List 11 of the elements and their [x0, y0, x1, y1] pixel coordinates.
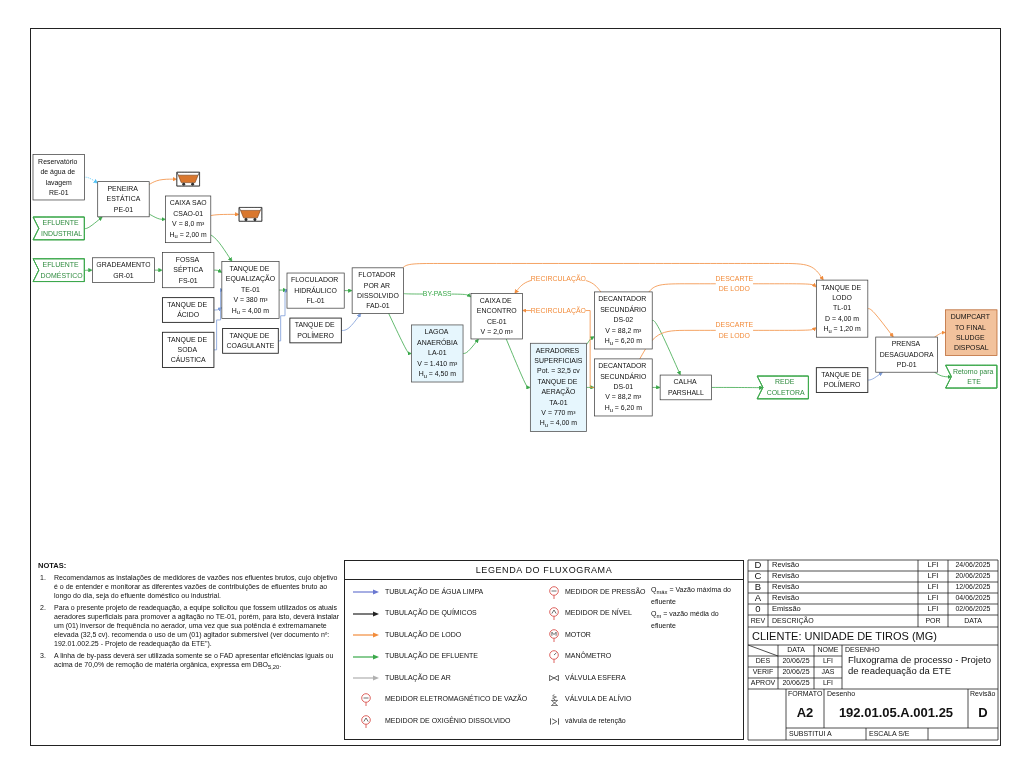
revision-letter: 0: [754, 604, 762, 615]
client-name: CLIENTE: UNIDADE DE TIROS (MG): [752, 629, 937, 643]
revision-letter: A: [753, 593, 763, 604]
revision-letter: B: [753, 582, 763, 593]
revision-letter: D: [753, 560, 763, 571]
legend-title: LEGENDA DO FLUXOGRAMA: [345, 561, 743, 580]
revision-letter: D: [977, 705, 989, 721]
drawing-number: 192.01.05.A.001.25: [837, 705, 955, 721]
sheet-format: A2: [795, 705, 815, 721]
revision-letter: C: [753, 571, 763, 582]
drawing-title: Fluxograma de processo - Projeto de readequação da ETE: [848, 655, 993, 677]
